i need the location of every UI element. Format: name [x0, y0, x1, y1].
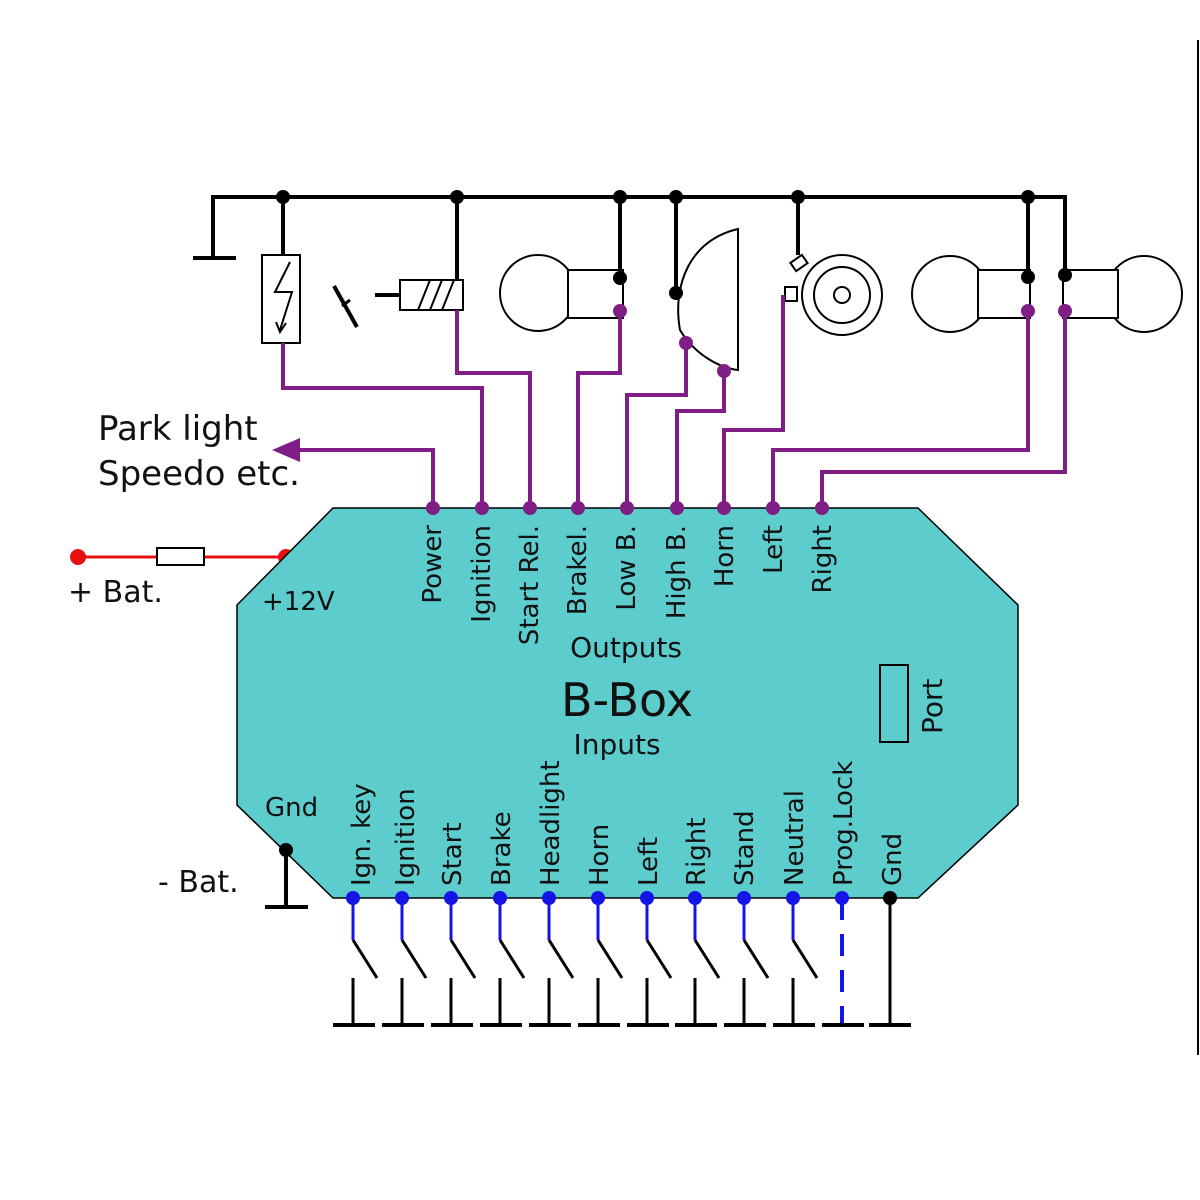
input-switch-headlight	[529, 891, 575, 1027]
speedo-label: Speedo etc.	[98, 454, 300, 494]
input-switch-horn	[578, 891, 624, 1027]
turn-signal-lamps	[911, 255, 1183, 333]
b-box-title: B-Box	[561, 673, 693, 727]
input-gnd-terminal	[869, 891, 911, 1027]
input-label-gnd: Gnd	[878, 833, 908, 886]
input-prog-lock-jumper	[822, 891, 864, 1027]
park-light-label: Park light	[98, 409, 258, 449]
input-switch-ign-key	[333, 891, 379, 1027]
starter-relay-symbol	[399, 279, 464, 311]
input-label-start: Start	[438, 822, 468, 886]
output-label-horn: Horn	[710, 525, 740, 587]
battery-positive-label: + Bat.	[68, 575, 163, 610]
port-connector	[879, 664, 909, 743]
input-switch-ignition	[382, 891, 428, 1027]
input-label-ignition: Ignition	[391, 788, 421, 886]
input-switch-neutral	[773, 891, 819, 1027]
inputs-heading: Inputs	[573, 728, 660, 761]
plus-12v-label: +12V	[262, 587, 335, 617]
output-wires	[272, 295, 1072, 508]
input-label-ign-key: Ign. key	[347, 783, 377, 886]
input-switch-start	[431, 891, 477, 1027]
input-switch-stand	[724, 891, 770, 1027]
input-label-right: Right	[682, 818, 712, 886]
output-labels: Power Ignition Start Rel. Brakel. Low B. High…	[418, 525, 838, 645]
b-box-body	[236, 507, 1019, 899]
input-switch-brake	[480, 891, 526, 1027]
battery-negative-label: - Bat.	[158, 865, 239, 900]
input-label-horn: Horn	[585, 824, 615, 886]
input-label-stand: Stand	[730, 810, 760, 886]
input-switch-right	[675, 891, 721, 1027]
output-label-power: Power	[418, 525, 448, 604]
output-label-low-b: Low B.	[612, 525, 642, 611]
battery-negative-ground	[265, 843, 308, 909]
output-label-brakel: Brakel.	[563, 525, 593, 615]
port-label: Port	[916, 678, 949, 734]
input-label-headlight: Headlight	[536, 760, 566, 886]
input-switches	[333, 891, 911, 1027]
input-label-brake: Brake	[487, 811, 517, 886]
battery-positive-wire	[70, 547, 294, 566]
input-label-neutral: Neutral	[780, 790, 810, 886]
output-label-high-b: High B.	[662, 525, 692, 619]
fuse-symbol	[156, 547, 205, 566]
output-terminal-dots	[426, 501, 829, 515]
gnd-label: Gnd	[265, 793, 318, 823]
output-label-left: Left	[759, 525, 789, 574]
component-ground-dots	[613, 268, 1072, 300]
output-label-right: Right	[808, 525, 838, 593]
ignition-switch-symbol	[332, 285, 400, 328]
outputs-heading: Outputs	[570, 631, 682, 664]
brake-lamp-symbol	[499, 254, 624, 332]
output-label-ignition: Ignition	[467, 525, 497, 623]
power-relay-component	[261, 254, 301, 344]
input-label-prog-lock: Prog.Lock	[829, 761, 859, 886]
ground-bus	[193, 190, 1067, 293]
output-label-start-rel: Start Rel.	[515, 525, 545, 645]
input-switch-left	[627, 891, 673, 1027]
input-label-left: Left	[634, 837, 664, 886]
horn-symbol	[784, 253, 883, 336]
